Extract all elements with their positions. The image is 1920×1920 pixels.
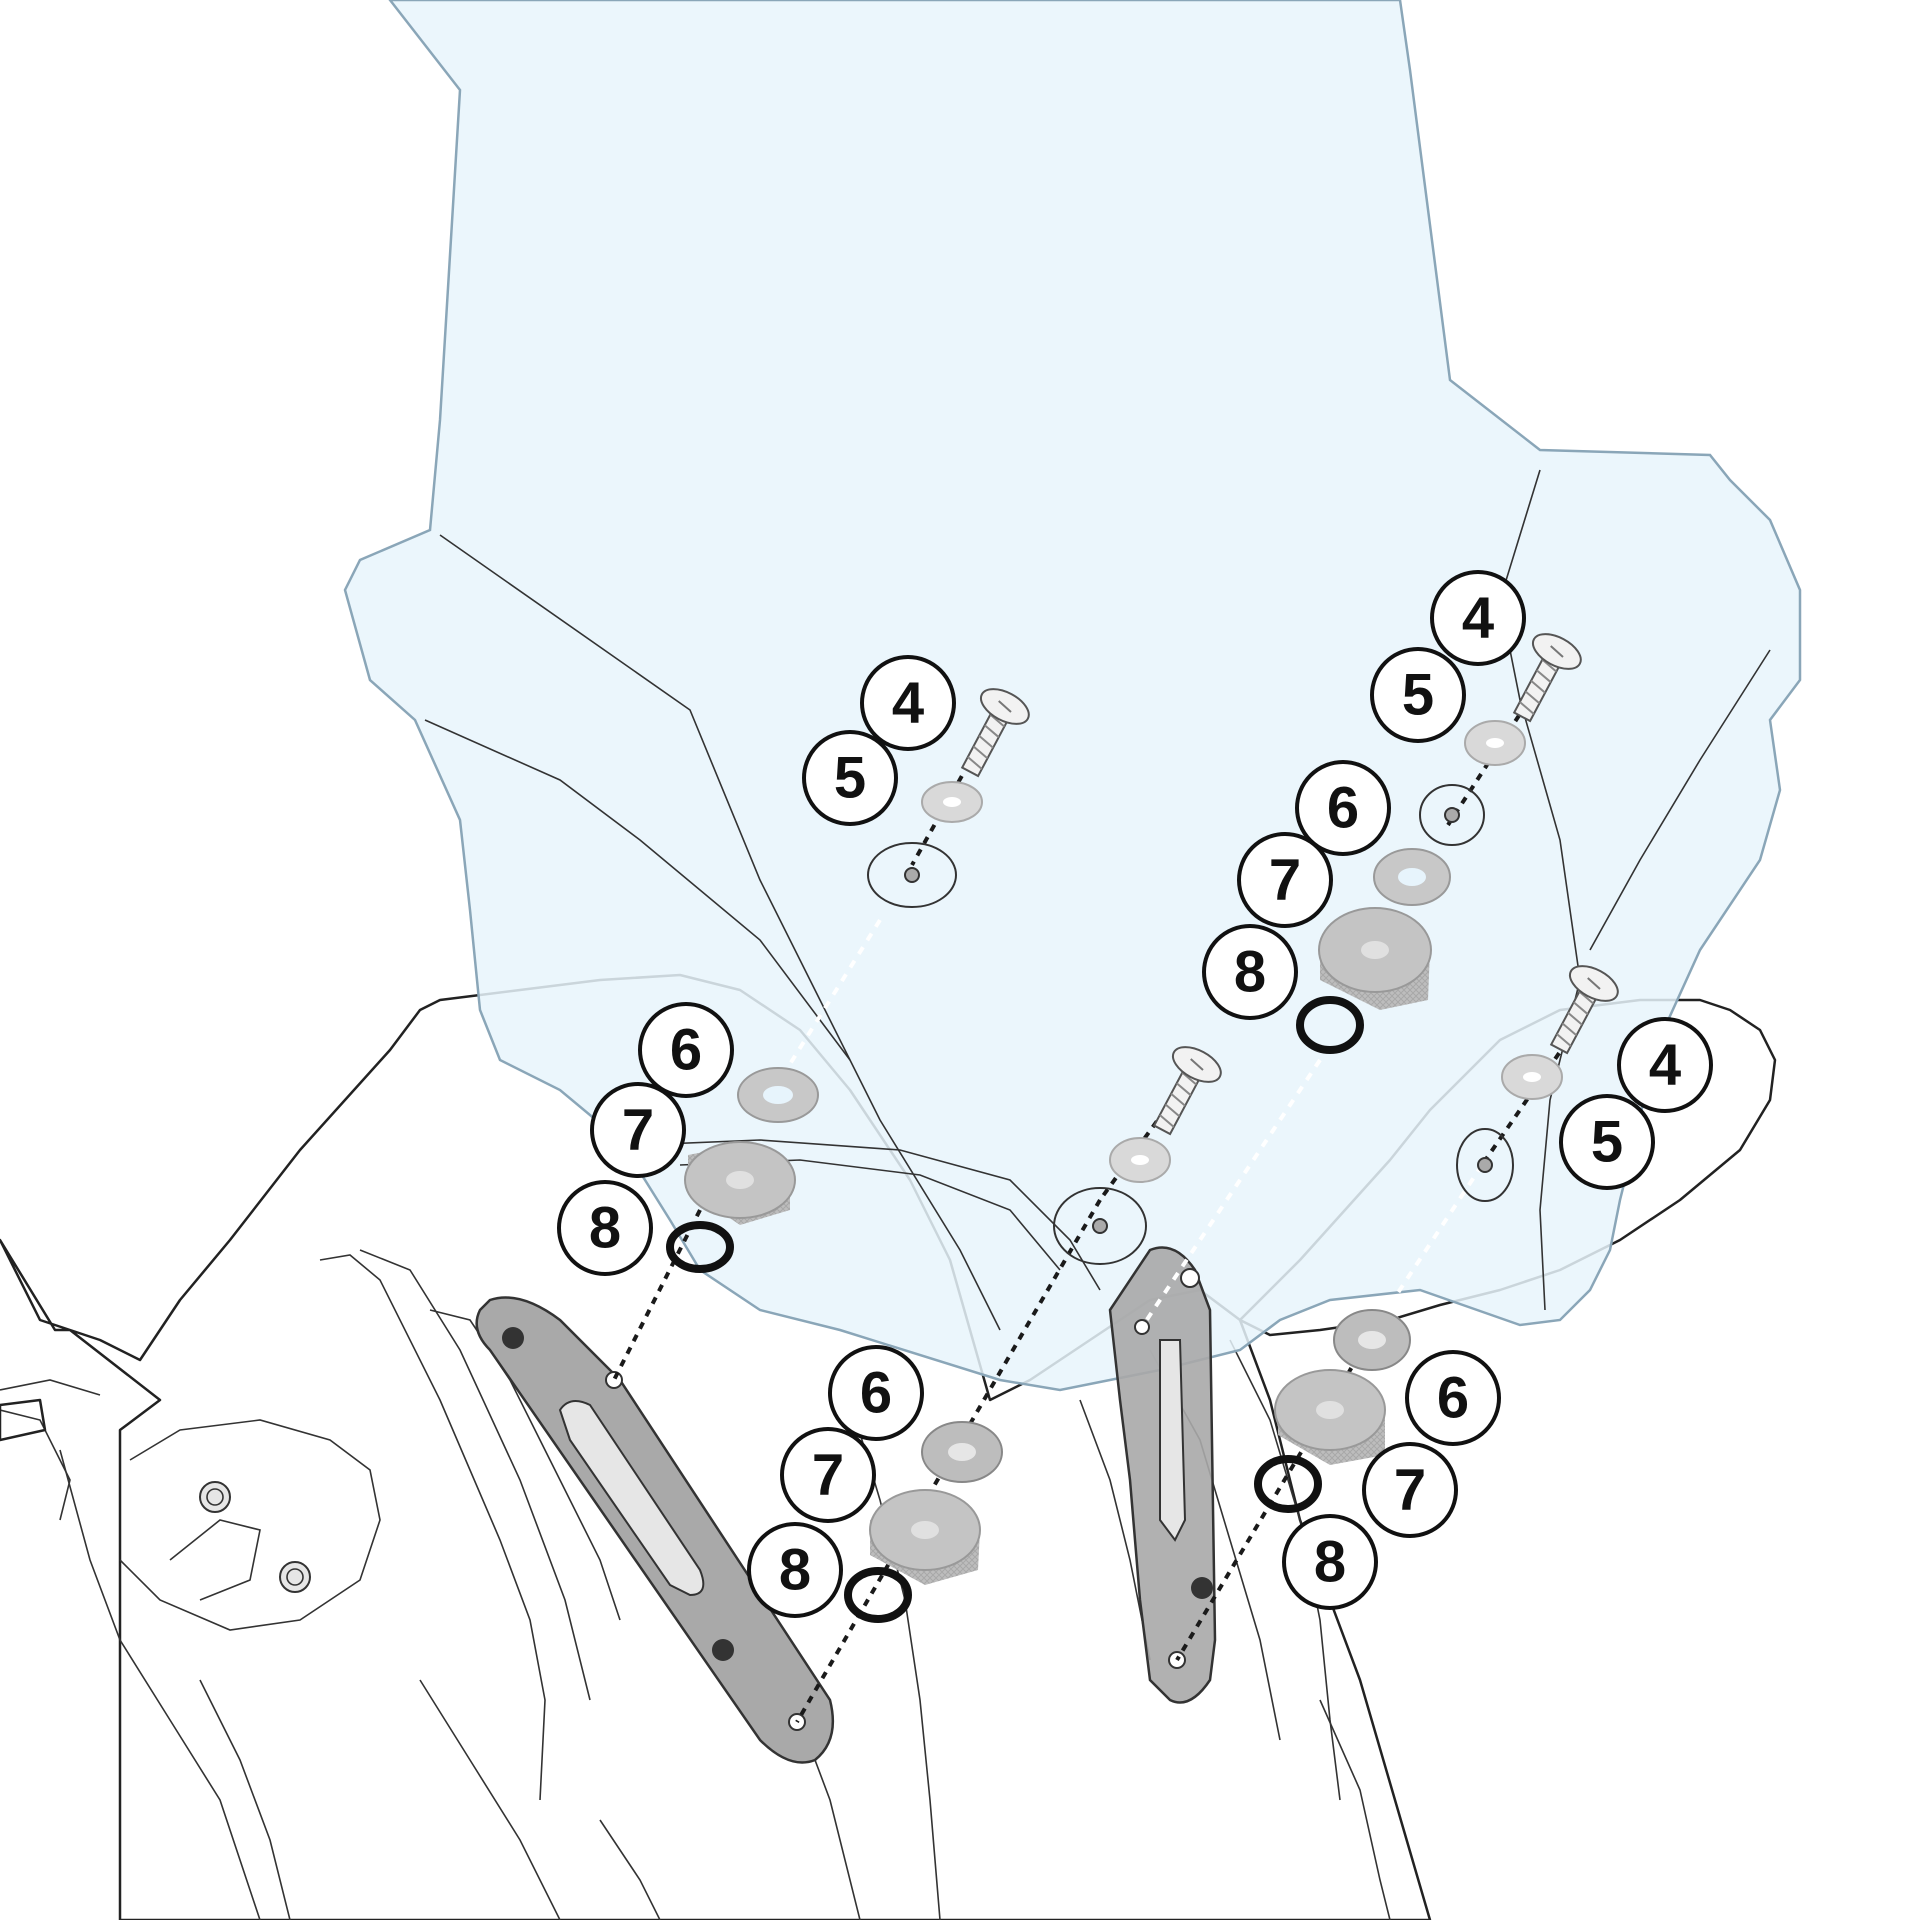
callout-label: 8 xyxy=(1314,1530,1346,1595)
mirror-stub xyxy=(0,1398,47,1442)
guide-center-low xyxy=(795,1198,1102,1724)
callout-left-mid-7: 7 xyxy=(590,1082,686,1178)
center-screw-hardware xyxy=(1053,1046,1222,1265)
callout-right-lower-5: 5 xyxy=(1559,1094,1655,1190)
callout-label: 6 xyxy=(670,1018,702,1083)
mounting-hole-icon xyxy=(1053,1187,1147,1265)
left-bracket-bolt-mid xyxy=(712,1639,734,1661)
callout-left-mid-6: 6 xyxy=(638,1002,734,1098)
knurled-spacer-icon xyxy=(869,1489,981,1585)
screw-icon xyxy=(1549,965,1619,1055)
callout-label: 5 xyxy=(1402,663,1434,728)
callout-label: 6 xyxy=(1327,776,1359,841)
brackets xyxy=(475,1246,1217,1764)
callout-center-low-6: 6 xyxy=(828,1345,924,1441)
callout-label: 7 xyxy=(1394,1458,1426,1523)
screw-icon xyxy=(960,688,1030,778)
windscreen-crease-left-2 xyxy=(424,719,851,1061)
callout-label: 6 xyxy=(1437,1366,1469,1431)
left-bracket-hole-upper xyxy=(605,1371,623,1389)
callout-right-mid-8: 8 xyxy=(1202,924,1298,1020)
callout-label: 4 xyxy=(892,671,924,736)
callout-right-upper-5: 5 xyxy=(1370,647,1466,743)
callout-label: 7 xyxy=(812,1443,844,1508)
windscreen-lower-lip xyxy=(639,1139,1101,1291)
rubber-ring-icon xyxy=(1296,996,1364,1054)
callout-right-upper-4: 4 xyxy=(1430,570,1526,666)
callout-center-low-7: 7 xyxy=(780,1427,876,1523)
callout-right-low-8: 8 xyxy=(1282,1514,1378,1610)
left-mid-hardware xyxy=(666,1067,819,1273)
callout-label: 4 xyxy=(1462,586,1494,651)
left-bracket-slot xyxy=(558,1400,705,1597)
knurled-spacer-icon xyxy=(1274,1369,1386,1465)
mounting-hole-icon xyxy=(1419,784,1485,846)
center-low-hardware xyxy=(844,1421,1003,1623)
callout-left-mid-8: 8 xyxy=(557,1180,653,1276)
callout-right-low-6: 6 xyxy=(1405,1350,1501,1446)
hardware xyxy=(666,633,1619,1623)
callout-left-upper-4: 4 xyxy=(860,655,956,751)
callouts: 4 5 6 7 8 6 7 8 4 5 6 7 xyxy=(557,570,1713,1618)
left-bracket-bolt-top xyxy=(502,1327,524,1349)
windscreen-crease-left xyxy=(439,534,1001,1331)
screw-icon xyxy=(1512,633,1582,723)
callout-label: 8 xyxy=(779,1538,811,1603)
right-bracket-bolt-low xyxy=(1191,1577,1213,1599)
callout-label: 5 xyxy=(834,746,866,811)
mounting-hole-icon xyxy=(1456,1128,1514,1202)
callout-left-upper-5: 5 xyxy=(802,730,898,826)
rubber-ring-icon xyxy=(666,1221,734,1273)
callout-label: 6 xyxy=(860,1361,892,1426)
knurled-spacer-icon xyxy=(1318,907,1432,1010)
callout-label: 5 xyxy=(1591,1110,1623,1175)
callout-label: 4 xyxy=(1649,1033,1681,1098)
fairing-screws xyxy=(199,1481,311,1593)
right-upper-hardware xyxy=(1419,633,1582,846)
knurled-spacer-icon xyxy=(684,1141,796,1225)
guide-right-low xyxy=(1175,1318,1382,1662)
rubber-ring-icon xyxy=(844,1567,912,1623)
callout-label: 8 xyxy=(589,1196,621,1261)
rubber-ring-icon xyxy=(1254,1455,1322,1513)
callout-right-low-7: 7 xyxy=(1362,1442,1458,1538)
screw-icon xyxy=(1152,1046,1222,1136)
right-lower-hardware xyxy=(1456,965,1619,1202)
callout-right-mid-6: 6 xyxy=(1295,760,1391,856)
right-low-hardware xyxy=(1254,1309,1411,1513)
mounting-hole-icon xyxy=(867,842,957,908)
callout-center-low-8: 8 xyxy=(747,1522,843,1618)
callout-label: 8 xyxy=(1234,940,1266,1005)
guide-right-link xyxy=(1140,1058,1322,1329)
callout-label: 7 xyxy=(1269,848,1301,913)
callout-right-mid-7: 7 xyxy=(1237,832,1333,928)
guide-left-low xyxy=(612,1209,702,1381)
right-mid-hardware xyxy=(1296,848,1451,1054)
left-upper-hardware xyxy=(867,688,1030,908)
windscreen-crease-right-2 xyxy=(1589,649,1771,951)
callout-label: 7 xyxy=(622,1098,654,1163)
callout-right-lower-4: 4 xyxy=(1617,1017,1713,1113)
right-bracket-bolt-top xyxy=(1180,1268,1200,1288)
right-bracket-slot xyxy=(1159,1339,1187,1542)
